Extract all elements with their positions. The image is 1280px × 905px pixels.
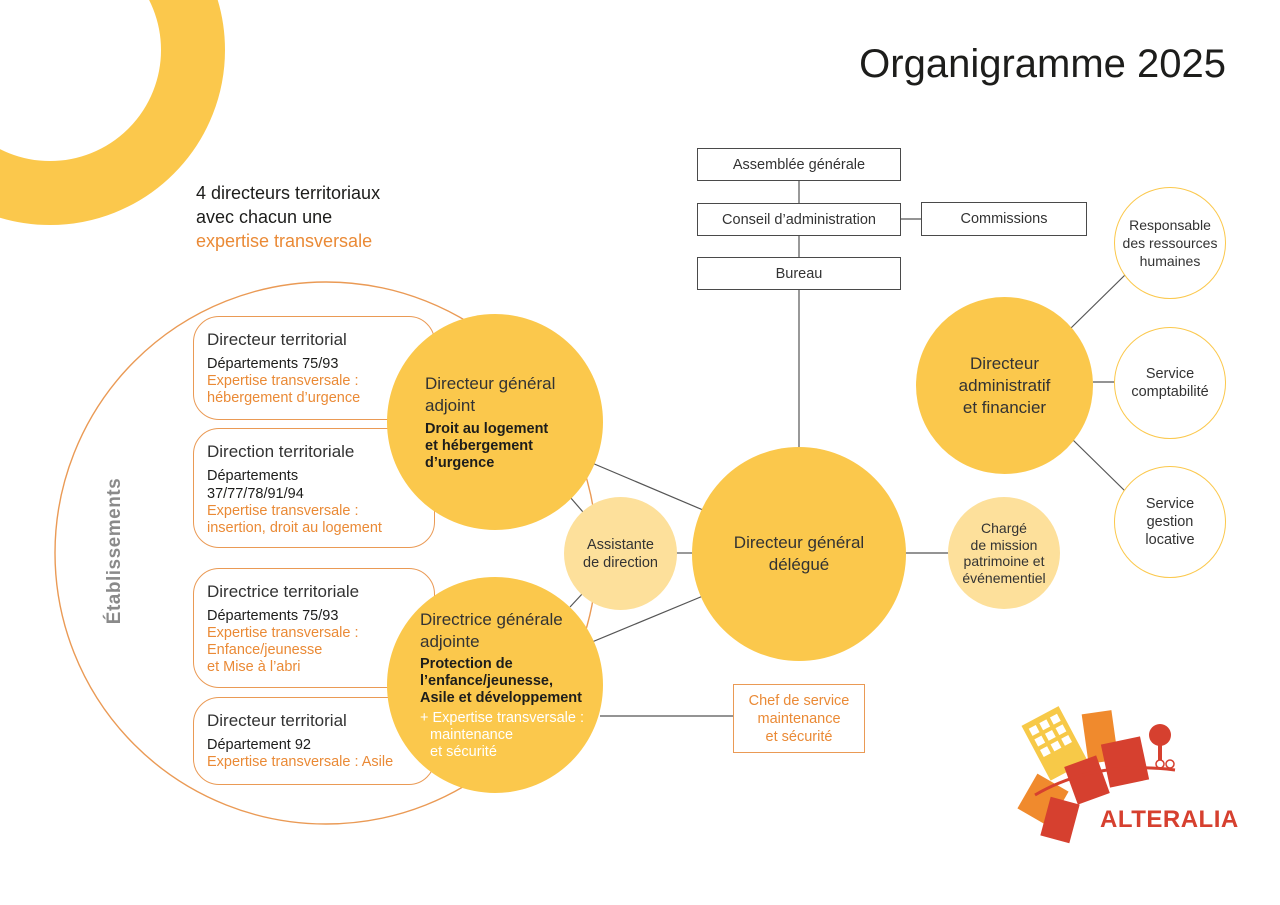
intro-line-2: avec chacun une	[196, 207, 333, 227]
box-conseil-administration: Conseil d’administration	[697, 203, 901, 236]
node-directeur-general-delegue: Directeur général délégué	[692, 447, 906, 661]
etablissements-label: Établissements	[104, 477, 125, 625]
territory-title: Directeur territorial	[207, 711, 347, 730]
node-chef-service-maintenance: Chef de service maintenance et sécurité	[733, 684, 865, 753]
territory-expertise: insertion, droit au logement	[207, 520, 382, 536]
node-service-gestion-locative: Service gestion locative	[1114, 466, 1226, 578]
intro-text: 4 directeurs territoriaux avec chacun un…	[196, 181, 496, 253]
service-line: humaines	[1139, 253, 1201, 269]
territory-expertise: et Mise à l’abri	[207, 659, 301, 675]
dga1-scope-3: d’urgence	[425, 454, 495, 471]
assistante-line-1: Assistante	[587, 536, 654, 553]
assistante-line-2: de direction	[583, 554, 658, 571]
dga2-title-1: Directrice générale	[420, 610, 563, 629]
chef-line-2: maintenance	[757, 710, 841, 727]
dga2-scope-3: Asile et développement	[420, 690, 582, 706]
box-assemblee-generale: Assemblée générale	[697, 148, 901, 181]
territory-expertise: hébergement d’urgence	[207, 390, 361, 406]
territory-card-3: Directrice territoriale Départements 75/…	[193, 568, 435, 688]
dga2-title-2: adjointe	[420, 632, 480, 651]
connector-assist-dga1	[569, 496, 584, 513]
territory-dept: Département 92	[207, 737, 311, 753]
assemblee-label: Assemblée générale	[732, 156, 866, 173]
daf-line-1: Directeur	[970, 353, 1039, 373]
connector-assist-dga2	[569, 592, 584, 608]
connector-daf-gestion	[1072, 439, 1127, 493]
connector-daf-rh	[1070, 274, 1126, 329]
node-charge-mission: Chargé de mission patrimoine et événemen…	[948, 497, 1060, 609]
territory-dept: Départements 75/93	[207, 356, 339, 372]
dga1-scope-2: et hébergement	[425, 437, 533, 454]
dgd-line-2: délégué	[768, 555, 830, 574]
alteralia-logo-icon	[1017, 706, 1176, 844]
connector-dga1-dgd	[591, 462, 704, 511]
territory-expertise: Enfance/jeunesse	[207, 642, 323, 658]
dga1-title-1: Directeur général	[425, 373, 556, 393]
charge-line-1: Chargé	[981, 520, 1027, 536]
page-title: Organigramme 2025	[859, 42, 1226, 86]
corner-arc	[0, 0, 225, 225]
dga2-expertise-2: maintenance	[430, 727, 514, 743]
daf-line-2: administratif	[958, 375, 1051, 395]
box-commissions: Commissions	[921, 202, 1087, 236]
intro-line-3: expertise transversale	[196, 231, 373, 251]
daf-line-3: et financier	[962, 397, 1047, 417]
territory-dept-2: 37/77/78/91/94	[207, 486, 304, 502]
chef-line-3: et sécurité	[765, 728, 833, 745]
node-service-rh: Responsable des ressources humaines	[1114, 187, 1226, 299]
service-line: locative	[1145, 532, 1195, 548]
charge-line-3: patrimoine et	[963, 553, 1045, 569]
intro-line-1: 4 directeurs territoriaux	[196, 183, 381, 203]
service-line: gestion	[1146, 514, 1194, 530]
territory-title: Directrice territoriale	[207, 582, 360, 601]
node-assistante-direction: Assistante de direction	[564, 497, 677, 610]
territory-expertise: Expertise transversale : Asile	[207, 754, 394, 770]
territory-expertise: Expertise transversale :	[207, 373, 359, 389]
dga1-scope-1: Droit au logement	[425, 420, 549, 437]
connector-dga2-dgd	[591, 595, 704, 643]
service-line: Responsable	[1129, 217, 1211, 233]
dga2-scope-1: Protection de	[420, 656, 513, 672]
logo-wordmark: ALTERALIA	[1100, 806, 1239, 833]
service-line: comptabilité	[1131, 384, 1209, 400]
charge-line-2: de mission	[970, 536, 1038, 553]
dga1-title-2: adjoint	[425, 395, 476, 415]
dga2-expertise-3: et sécurité	[430, 744, 497, 760]
territory-dept: Départements 75/93	[207, 608, 339, 624]
charge-line-4: événementiel	[962, 569, 1046, 586]
territory-expertise: Expertise transversale :	[207, 503, 359, 519]
dga2-expertise-1: + Expertise transversale :	[420, 710, 585, 726]
territory-dept: Départements	[207, 468, 299, 484]
bureau-label: Bureau	[775, 265, 823, 282]
node-directeur-administratif-financier: Directeur administratif et financier	[916, 297, 1093, 474]
service-line: Service	[1145, 366, 1195, 382]
node-directeur-general-adjoint: Directeur général adjoint Droit au logem…	[387, 314, 603, 530]
territory-expertise: Expertise transversale :	[207, 625, 359, 641]
node-directrice-generale-adjointe: Directrice générale adjointe Protection …	[387, 577, 603, 793]
territory-title: Direction territoriale	[207, 442, 355, 461]
service-line: Service	[1145, 496, 1195, 512]
conseil-label: Conseil d’administration	[722, 211, 876, 228]
service-line: des ressources	[1122, 235, 1218, 251]
commissions-label: Commissions	[960, 211, 1048, 227]
dga2-scope-2: l’enfance/jeunesse,	[420, 673, 553, 689]
chef-line-1: Chef de service	[748, 692, 850, 709]
dgd-line-1: Directeur général	[733, 533, 865, 552]
territory-title: Directeur territorial	[207, 330, 347, 349]
node-service-comptabilite: Service comptabilité	[1114, 327, 1226, 439]
box-bureau: Bureau	[697, 257, 901, 290]
